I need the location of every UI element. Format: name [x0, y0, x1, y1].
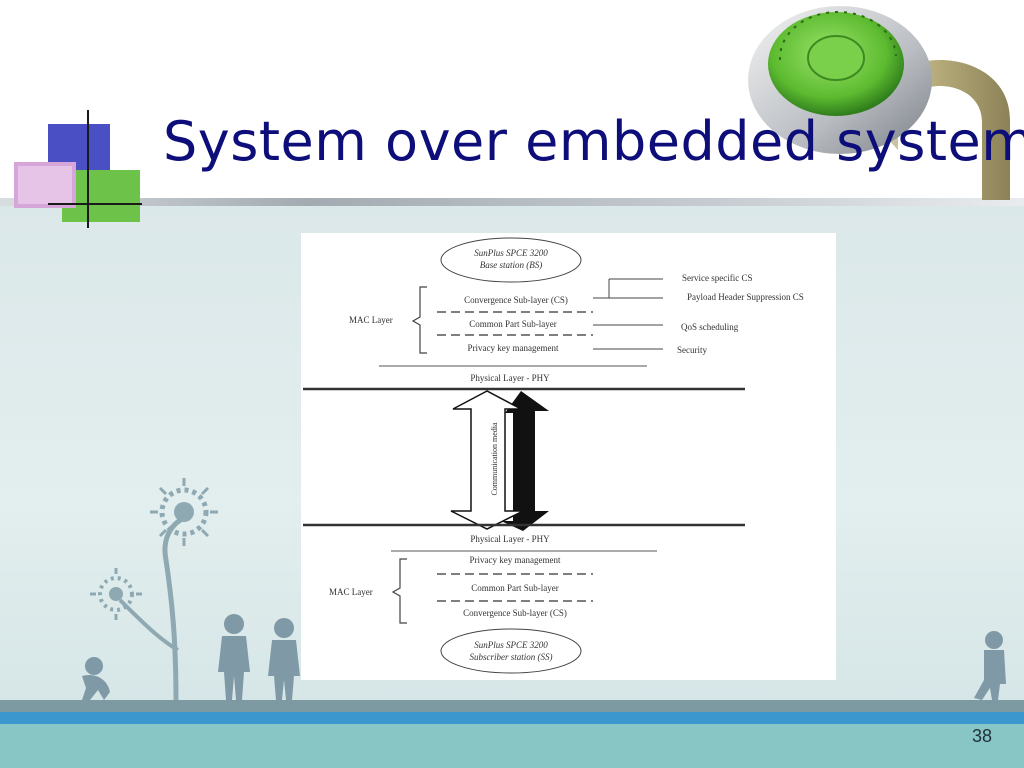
protocol-stack-diagram: SunPlus SPCE 3200 Base station (BS) MAC …: [301, 233, 836, 680]
slide-title: System over embedded system: [163, 110, 1024, 173]
communication-media-arrow: [450, 390, 524, 530]
title-rule: [0, 198, 1024, 206]
communication-media-label: Communication media: [490, 422, 499, 496]
decorative-squares: [14, 110, 142, 228]
bottom-phy-label: Physical Layer - PHY: [470, 534, 550, 544]
footer-stripe: [0, 700, 1024, 712]
person-icon: [218, 614, 250, 700]
base-station-node: [440, 237, 582, 283]
annotation-security: Security: [677, 345, 707, 355]
communication-media-arrow-shadow: [501, 391, 549, 531]
person-icon: [82, 657, 110, 700]
top-cs-label: Convergence Sub-layer (CS): [464, 295, 568, 305]
top-phy-label: Physical Layer - PHY: [470, 373, 550, 383]
flower-icon: [150, 478, 218, 546]
footer-stripe-accent: [0, 712, 1024, 724]
bottom-mac-layer-label: MAC Layer: [329, 587, 373, 597]
annotation-phs: Payload Header Suppression CS: [687, 292, 804, 302]
person-icon: [268, 618, 300, 700]
footer-band: [0, 724, 1024, 768]
subscriber-station-label-1: SunPlus SPCE 3200: [474, 640, 548, 650]
bottom-mac-brace: [391, 558, 407, 624]
top-mac-layer-label: MAC Layer: [349, 315, 393, 325]
bottom-cs-label: Convergence Sub-layer (CS): [463, 608, 567, 618]
bottom-cps-label: Common Part Sub-layer: [471, 583, 559, 593]
subscriber-station-node: [440, 628, 582, 674]
base-station-label-2: Base station (BS): [480, 260, 543, 270]
slide-number: 38: [971, 726, 992, 746]
person-icon: [974, 631, 1006, 700]
top-pkm-label: Privacy key management: [468, 343, 559, 353]
silhouette-scene: [82, 478, 1006, 701]
annotation-service-cs: Service specific CS: [682, 273, 752, 283]
padlock-icon: [748, 6, 1010, 200]
flower-icon: [90, 568, 142, 620]
top-mac-brace: [411, 286, 427, 354]
base-station-label-1: SunPlus SPCE 3200: [474, 248, 548, 258]
subscriber-station-label-2: Subscriber station (SS): [470, 652, 553, 662]
annotation-qos: QoS scheduling: [681, 322, 739, 332]
bottom-pkm-label: Privacy key management: [470, 555, 561, 565]
top-cps-label: Common Part Sub-layer: [469, 319, 557, 329]
